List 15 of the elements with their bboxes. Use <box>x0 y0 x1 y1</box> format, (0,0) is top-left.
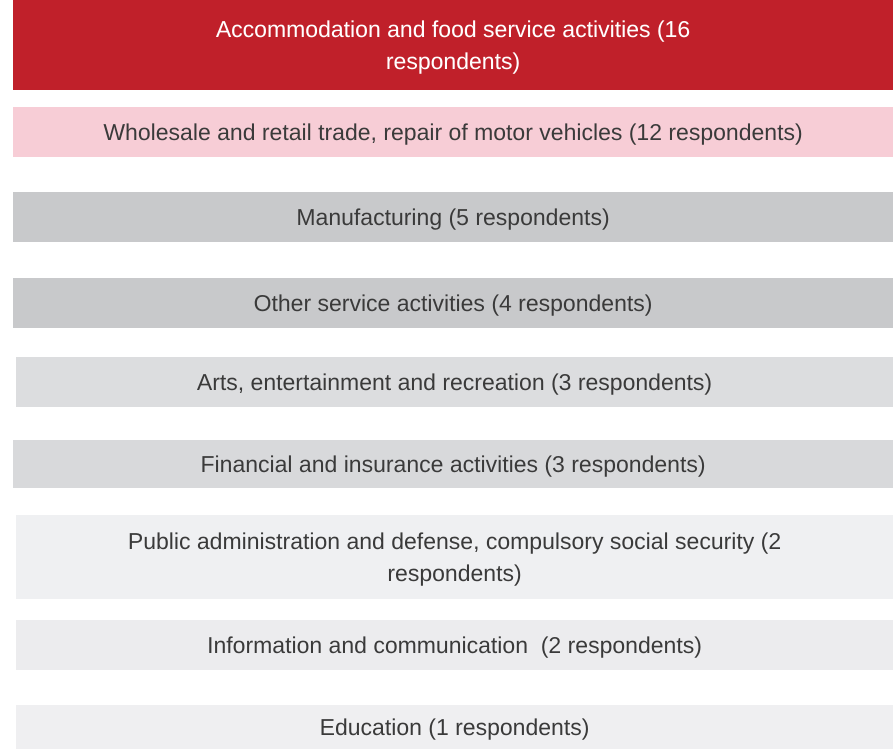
category-label: Manufacturing (5 respondents) <box>296 202 610 232</box>
category-label: Arts, entertainment and recreation (3 respondents) <box>196 368 712 397</box>
category-label: Education (1 respondents) <box>320 712 590 742</box>
category-band <box>13 107 893 157</box>
category-band <box>13 440 893 488</box>
category-label: Other service activities (4 respondents) <box>254 288 652 318</box>
category-band <box>16 357 893 407</box>
category-label: Information and communication (2 respondents) <box>207 630 702 660</box>
category-label: Accommodation and food service activities (16 respondents) <box>214 14 692 76</box>
category-label: Financial and insurance activities (3 respondents) <box>200 450 706 479</box>
category-band <box>13 0 893 90</box>
category-band <box>13 192 893 242</box>
category-label: Public administration and defense, compulsory social security (2 respondents) <box>126 526 782 588</box>
category-band <box>13 278 893 328</box>
category-label: Wholesale and retail trade, repair of motor vehicles (12 respondents) <box>103 118 803 147</box>
